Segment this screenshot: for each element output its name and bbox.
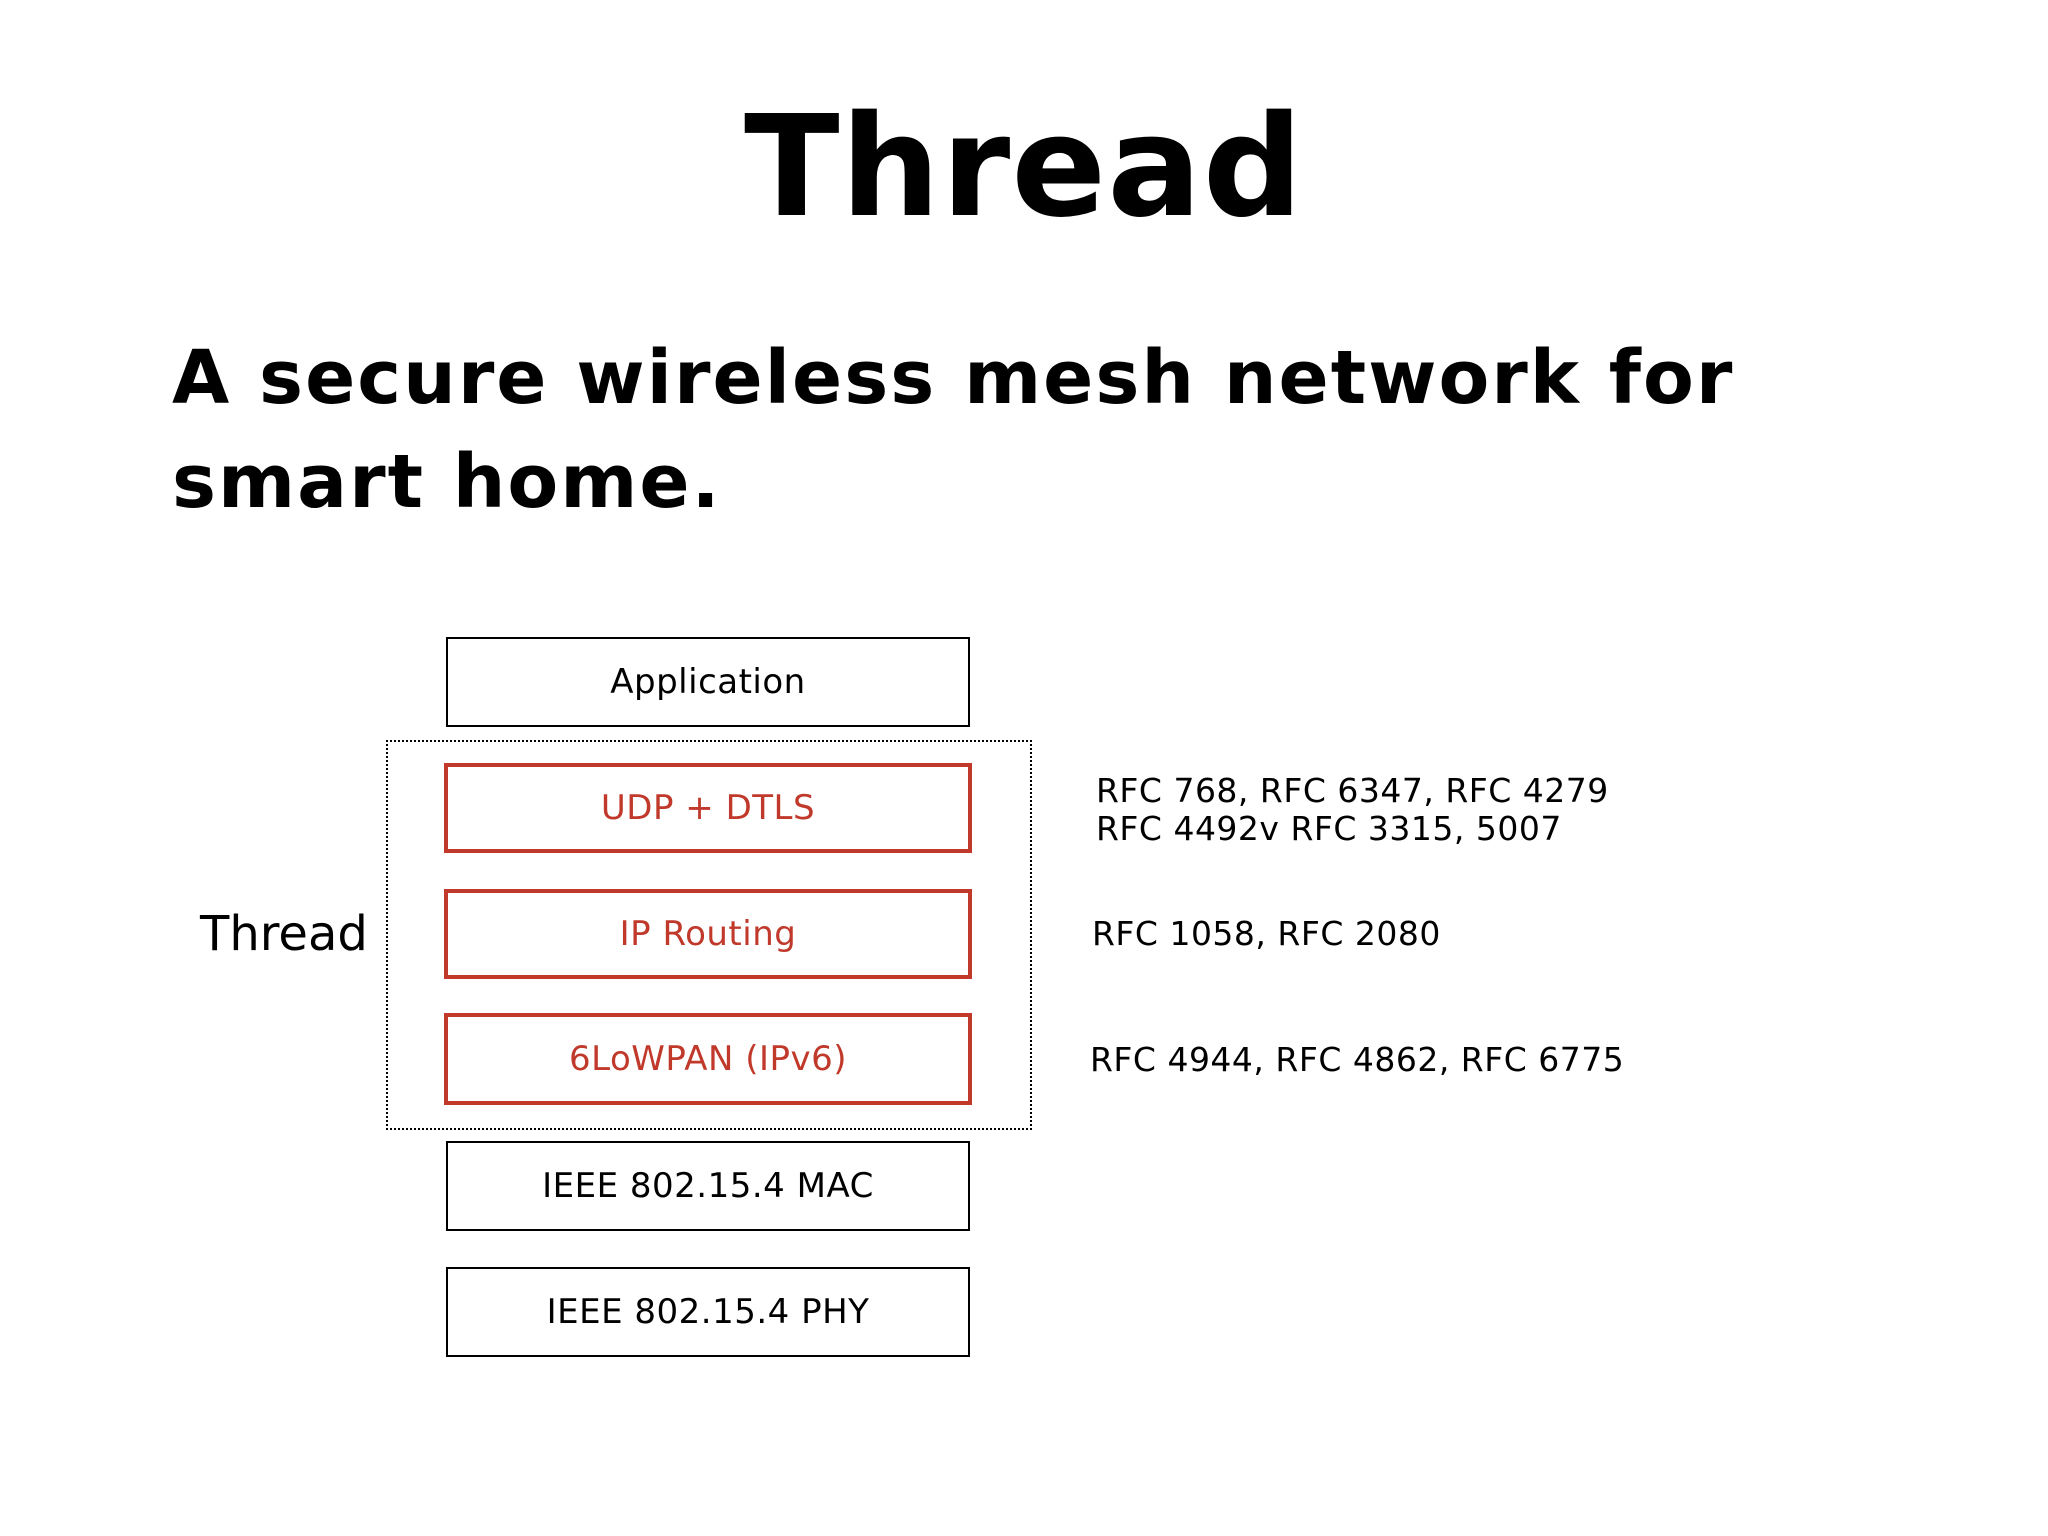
slide-subtitle: A secure wireless mesh network for smart… [172,326,1872,534]
thread-group-label: Thread [200,906,368,962]
rfc-ip-routing-line-1: RFC 1058, RFC 2080 [1092,914,1441,953]
layer-ieee-mac: IEEE 802.15.4 MAC [446,1141,970,1231]
rfc-6lowpan: RFC 4944, RFC 4862, RFC 6775 [1090,1041,1624,1079]
rfc-udp-dtls: RFC 768, RFC 6347, RFC 4279 RFC 4492v RF… [1096,772,1609,848]
layer-ieee-phy: IEEE 802.15.4 PHY [446,1267,970,1357]
rfc-udp-dtls-line-2: RFC 4492v RFC 3315, 5007 [1096,809,1562,848]
subtitle-line-1: A secure wireless mesh network for [172,335,1735,421]
layer-6lowpan: 6LoWPAN (IPv6) [444,1013,972,1105]
rfc-udp-dtls-line-1: RFC 768, RFC 6347, RFC 4279 [1096,771,1609,810]
rfc-ip-routing: RFC 1058, RFC 2080 [1092,915,1441,953]
subtitle-line-2: smart home. [172,439,722,525]
slide-title: Thread [744,86,1304,249]
layer-ip-routing: IP Routing [444,889,972,979]
rfc-6lowpan-line-1: RFC 4944, RFC 4862, RFC 6775 [1090,1040,1625,1079]
layer-udp-dtls: UDP + DTLS [444,763,972,853]
layer-application: Application [446,637,970,727]
thread-group-box [386,740,1032,1130]
